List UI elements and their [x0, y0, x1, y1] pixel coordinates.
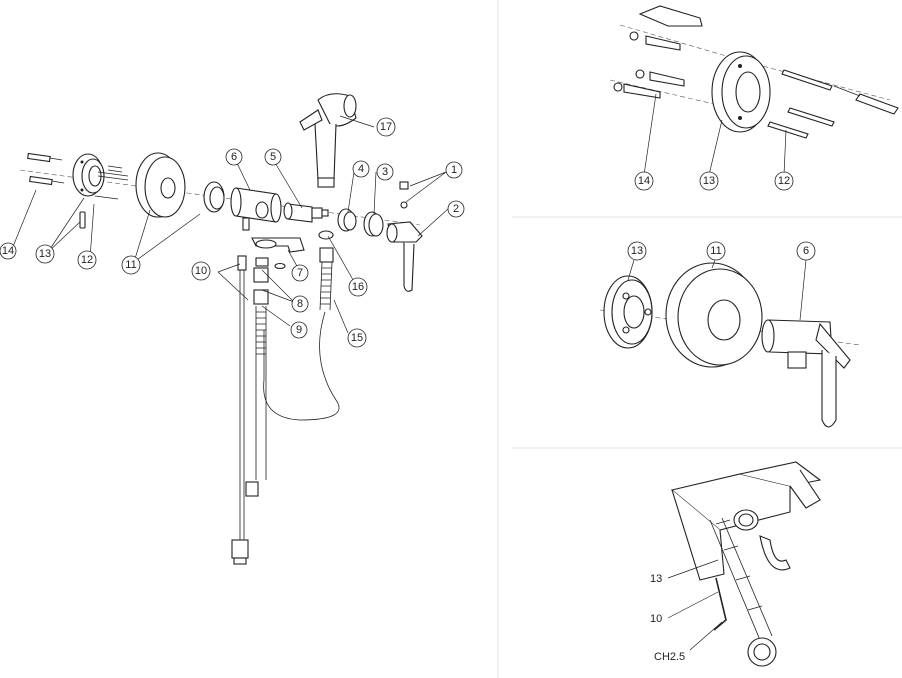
- detail-label-13: 13: [650, 573, 662, 585]
- cover-plate-part: [135, 152, 186, 218]
- callout-5: 5: [264, 148, 282, 166]
- flexible-hose-part: [263, 230, 340, 421]
- callout-17: 17: [376, 117, 396, 137]
- nut-part: [337, 208, 357, 232]
- callout-13: 13: [35, 244, 55, 264]
- mounting-flange-part: [72, 153, 105, 229]
- screwdriver-icon: [833, 85, 899, 115]
- hex-key-icon: [713, 577, 727, 631]
- screw-part: [94, 165, 129, 200]
- svg-text:6: 6: [803, 245, 809, 257]
- svg-text:8: 8: [297, 298, 303, 310]
- callout-6: 6: [225, 148, 243, 166]
- svg-text:13: 13: [631, 245, 643, 257]
- svg-text:15: 15: [351, 332, 363, 344]
- svg-text:7: 7: [297, 267, 303, 279]
- svg-text:5: 5: [270, 151, 276, 163]
- screw-cap-part: [399, 181, 409, 209]
- callout-14: 14: [0, 242, 17, 260]
- callout-11: 11: [121, 255, 141, 275]
- mount-callout-12: 12: [774, 171, 794, 191]
- callout-7: 7: [291, 264, 309, 282]
- svg-text:6: 6: [231, 151, 237, 163]
- detail-view: 13 10 CH2.5: [650, 461, 822, 667]
- sealing-ring-part: [203, 181, 225, 213]
- hex-key-size-label: CH2.5: [654, 651, 685, 663]
- svg-text:2: 2: [453, 203, 459, 215]
- detail-label-10: 10: [650, 613, 662, 625]
- callout-8: 8: [291, 295, 309, 313]
- hand-shower-part: [299, 93, 357, 188]
- cover-plate-part: [665, 262, 763, 368]
- wall-plug-part: [27, 152, 65, 186]
- callout-15: 15: [347, 328, 367, 348]
- valve-body-part: [761, 319, 851, 428]
- connector-part: [253, 257, 286, 305]
- mount-callout-13: 13: [699, 171, 719, 191]
- handle-lever-part: [386, 221, 423, 292]
- callout-1: 1: [445, 161, 463, 179]
- callout-16: 16: [348, 277, 368, 297]
- svg-text:12: 12: [778, 175, 790, 187]
- assembly-callout-11: 11: [706, 241, 726, 261]
- screw-part: [767, 69, 835, 139]
- svg-text:17: 17: [380, 121, 392, 133]
- svg-text:9: 9: [296, 324, 302, 336]
- svg-text:11: 11: [710, 245, 721, 257]
- callout-2: 2: [447, 200, 465, 218]
- shower-holder-part: [251, 237, 305, 253]
- hand-tool-icon: [629, 5, 703, 41]
- svg-text:14: 14: [2, 245, 14, 257]
- assembly-view: 13 11 6: [599, 241, 861, 428]
- wall-plug-part: [613, 35, 685, 99]
- svg-text:10: 10: [195, 265, 207, 277]
- svg-text:14: 14: [638, 175, 650, 187]
- svg-text:3: 3: [382, 166, 388, 178]
- callout-4: 4: [352, 160, 370, 178]
- callout-3: 3: [376, 163, 394, 181]
- sleeve-part: [363, 211, 384, 237]
- mount-callout-14: 14: [634, 171, 654, 191]
- svg-text:4: 4: [358, 163, 364, 175]
- cartridge-part: [283, 202, 329, 223]
- supply-hose-part: [231, 255, 267, 565]
- callout-12: 12: [77, 250, 97, 270]
- svg-text:13: 13: [703, 175, 715, 187]
- assembly-callout-13: 13: [627, 241, 647, 261]
- callout-9: 9: [290, 321, 308, 339]
- mounting-view: 14 13 12: [609, 5, 899, 191]
- supply-hose-part: [709, 517, 777, 667]
- svg-text:1: 1: [451, 164, 457, 176]
- svg-text:13: 13: [39, 248, 51, 260]
- mounting-flange-part: [711, 51, 771, 133]
- valve-body-part: [670, 461, 822, 581]
- assembly-callout-6: 6: [796, 241, 816, 261]
- svg-text:12: 12: [81, 254, 93, 266]
- callout-10: 10: [191, 261, 211, 281]
- svg-text:16: 16: [352, 281, 364, 293]
- svg-text:11: 11: [125, 259, 136, 271]
- main-exploded-view: 1 2 3 4 5 6 7 8 9 10 11 12 13 14 15 16 1…: [0, 93, 465, 565]
- valve-body-part: [230, 187, 282, 231]
- mounting-flange-part: [603, 275, 653, 349]
